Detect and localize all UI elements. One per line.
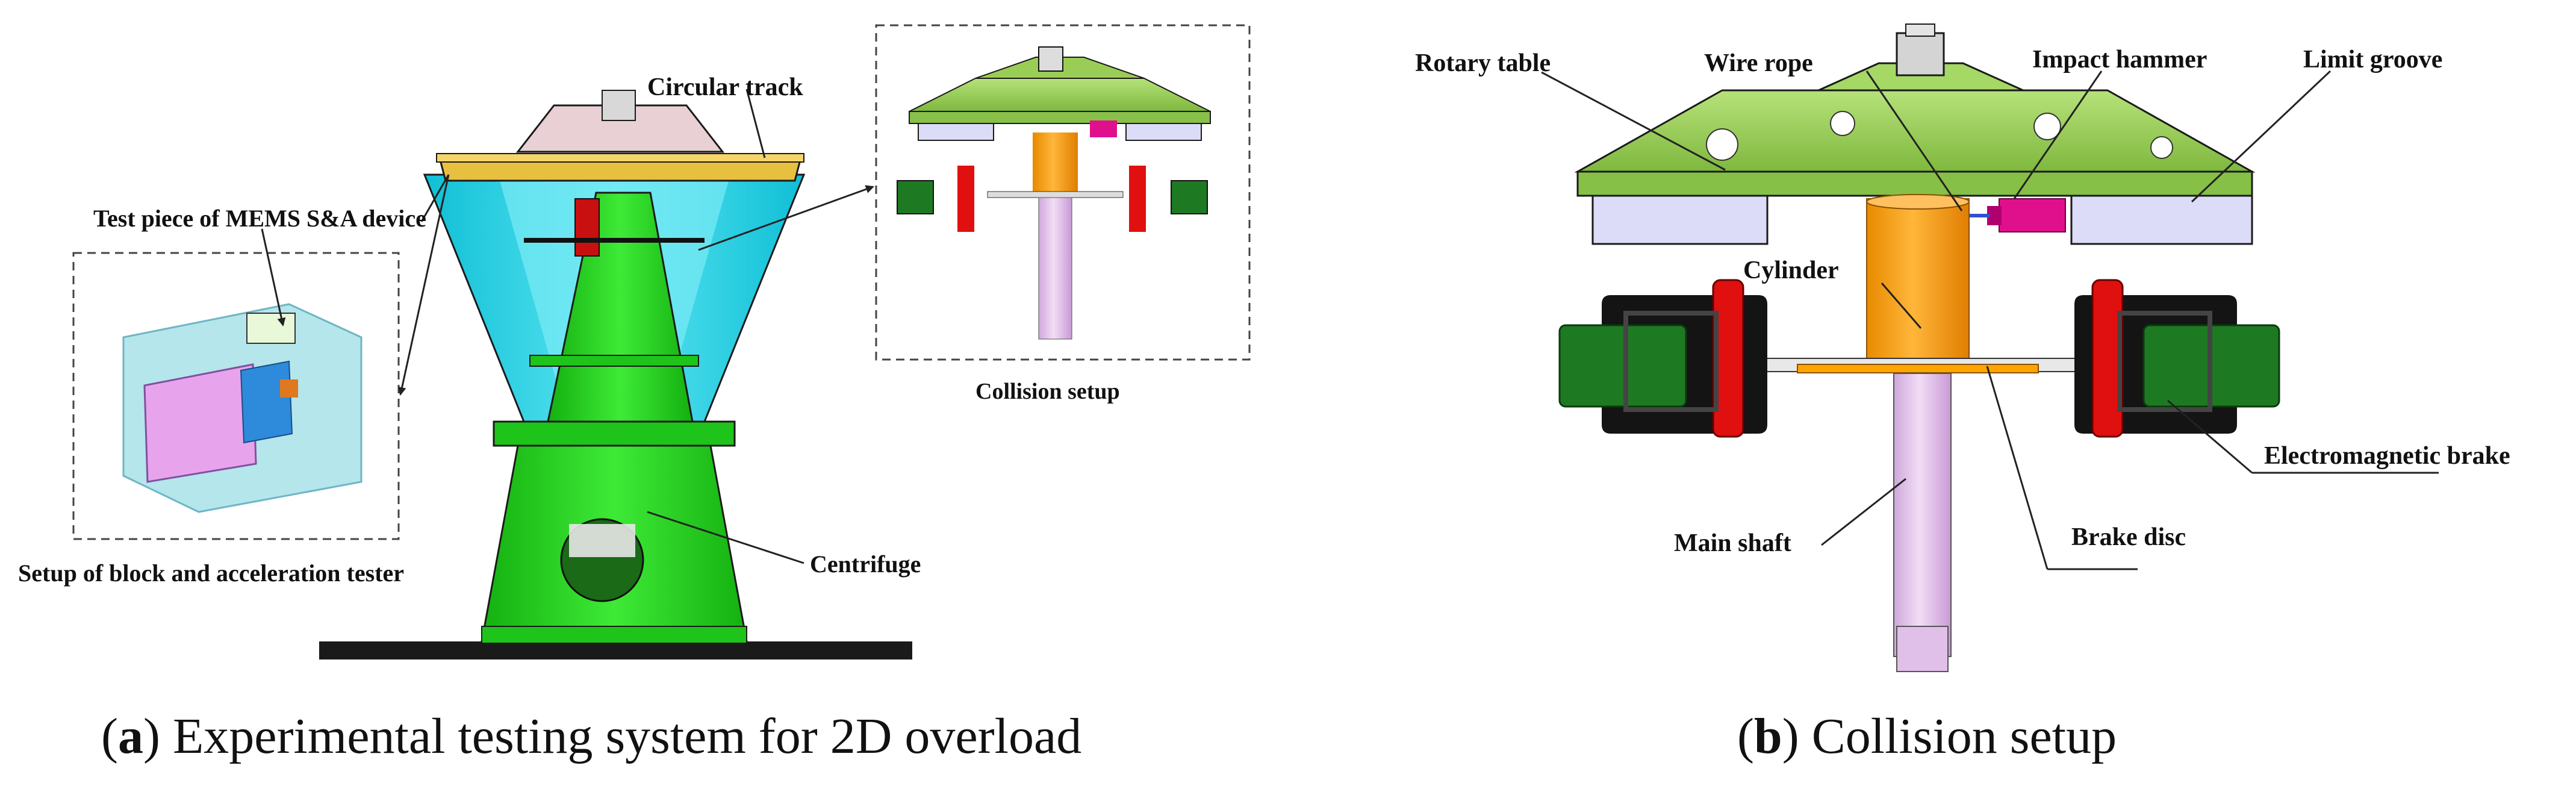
circular-track-top — [436, 153, 804, 163]
centrifuge-flange-1 — [529, 355, 699, 367]
caption-a-letter: a — [118, 708, 143, 764]
leader-test-piece-2 — [420, 174, 450, 222]
centrifuge-flange-2 — [493, 420, 736, 447]
base-plate — [319, 641, 912, 659]
caption-b: (b) Collision setup — [1737, 708, 2117, 764]
leader-circular-track — [745, 89, 766, 158]
leader-limit-groove — [2191, 70, 2332, 203]
panel-b: Rotary table Wire rope Impact hammer Lim… — [1415, 23, 2510, 764]
rotary-hub-a — [602, 90, 636, 121]
cylinder-top — [1866, 194, 1970, 210]
leader-centrifuge — [647, 511, 804, 564]
label-circular-track: Circular track — [647, 73, 803, 101]
main-shaft — [1893, 373, 1952, 657]
block-tester-drawing — [122, 303, 362, 513]
leader-brake-disc — [1986, 366, 2049, 570]
impact-hammer — [1999, 198, 2066, 232]
limit-groove-right — [2070, 195, 2253, 245]
rotary-table-rim — [1576, 170, 2253, 197]
leader-test-piece-1 — [261, 228, 286, 326]
label-setup-block: Setup of block and acceleration tester — [18, 560, 404, 587]
label-centrifuge: Centrifuge — [810, 550, 921, 578]
leader-impact-hammer — [2013, 70, 2103, 199]
label-wire-rope: Wire rope — [1704, 49, 1813, 77]
caption-b-letter: b — [1754, 708, 1782, 764]
leader-electromagnetic — [2167, 399, 2253, 474]
centrifuge-window-grille — [569, 524, 635, 557]
label-impact-hammer: Impact hammer — [2032, 46, 2207, 73]
label-rotary-table: Rotary table — [1415, 49, 1551, 77]
electromagnetic-brake-right — [2074, 279, 2280, 438]
leader-wire-rope — [1865, 70, 1963, 211]
centrifuge-foot — [481, 626, 747, 644]
label-brake-disc: Brake disc — [2071, 523, 2186, 551]
caption-b-text: Collision setup — [1812, 708, 2117, 764]
leader-test-piece-3 — [397, 174, 450, 396]
label-collision-setup-a: Collision setup — [975, 379, 1120, 404]
leader-main-shaft — [1821, 478, 1906, 546]
table-hole-1 — [1706, 128, 1738, 161]
rotary-top-a — [515, 104, 725, 153]
tower-bar — [524, 238, 705, 243]
collision-setup-small — [897, 46, 1211, 340]
caption-a: (a) Experimental testing system for 2D o… — [101, 708, 1081, 764]
label-cylinder: Cylinder — [1743, 257, 1839, 284]
brake-disc-orange — [1797, 364, 2039, 373]
caption-a-text: Experimental testing system for 2D overl… — [173, 708, 1081, 764]
table-hole-4 — [2150, 136, 2173, 159]
label-test-piece: Test piece of MEMS S&A device — [93, 205, 426, 232]
label-main-shaft: Main shaft — [1674, 529, 1791, 557]
electromagnetic-brake-left — [1558, 279, 1767, 438]
table-hole-2 — [1830, 111, 1855, 136]
rotary-hub-cap — [1905, 23, 1935, 37]
table-hole-3 — [2033, 113, 2061, 140]
rotary-hub — [1896, 32, 1945, 76]
inset-collision-frame — [875, 24, 1251, 361]
tower-clamp — [574, 198, 600, 257]
main-shaft-lower — [1896, 626, 1949, 672]
leader-collision — [698, 185, 874, 251]
label-limit-groove: Limit groove — [2303, 46, 2442, 73]
leader-rotary-table — [1541, 71, 1726, 171]
limit-groove-left — [1591, 195, 1769, 245]
label-electromagnetic-brake: Electromagnetic brake — [2264, 442, 2510, 470]
panel-a: Circular track Test piece of MEMS S&A de… — [18, 24, 1251, 764]
rotary-table-top — [1574, 89, 2256, 173]
rotary-table-peak — [1818, 62, 2024, 92]
leader-cylinder — [1881, 282, 1922, 329]
